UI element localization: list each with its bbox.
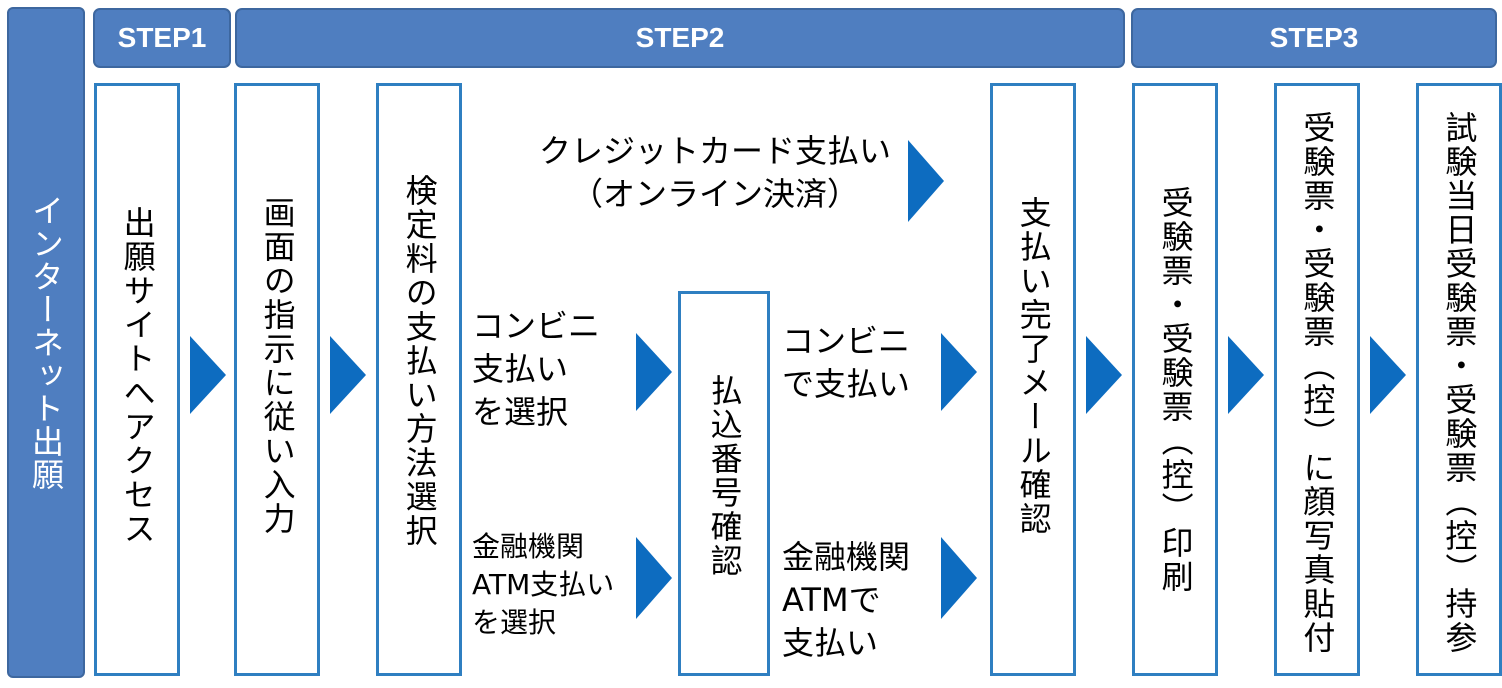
box-input: 画面の指示に従い入力 <box>234 83 320 676</box>
box-bring-ticket: 試験当日受験票・受験票（控）持参 <box>1416 83 1502 676</box>
label-credit-card: クレジットカード支払い （オンライン決済） <box>538 132 891 214</box>
arrow-right-icon <box>1228 336 1264 414</box>
box-input-label: 画面の指示に従い入力 <box>258 196 297 536</box>
arrow-right-icon <box>908 140 944 222</box>
box-payment-number-label: 払込番号確認 <box>705 374 744 578</box>
arrow-right-icon <box>1370 336 1406 414</box>
arrow-right-icon <box>1086 336 1122 414</box>
arrow-right-icon <box>330 336 366 414</box>
arrow-right-icon <box>636 537 672 619</box>
label-convenience-pay: コンビニ で支払い <box>782 322 911 404</box>
box-site-access-label: 出願サイトへアクセス <box>118 206 157 546</box>
step2-label: STEP2 <box>635 22 725 53</box>
box-bring-ticket-label: 試験当日受験票・受験票（控）持参 <box>1440 111 1479 655</box>
box-site-access: 出願サイトへアクセス <box>94 83 180 676</box>
step3-header: STEP3 <box>1131 8 1497 68</box>
step3-label: STEP3 <box>1269 22 1359 53</box>
label-atm-select: 金融機関 ATM支払い を選択 <box>472 530 615 639</box>
box-payment-number: 払込番号確認 <box>678 291 770 676</box>
arrow-right-icon <box>636 333 672 411</box>
box-payment-method: 検定料の支払い方法選択 <box>376 83 462 676</box>
step1-label: STEP1 <box>117 22 207 53</box>
arrow-right-icon <box>190 336 226 414</box>
side-banner: インターネット出願 <box>7 7 85 678</box>
box-payment-method-label: 検定料の支払い方法選択 <box>400 174 439 548</box>
box-attach-photo-label: 受験票・受験票（控）に顔写真貼付 <box>1298 111 1337 655</box>
side-banner-label: インターネット出願 <box>27 194 65 491</box>
box-print-ticket-label: 受験票・受験票（控）印刷 <box>1156 186 1195 594</box>
box-completion-mail: 支払い完了メール確認 <box>990 83 1076 676</box>
box-attach-photo: 受験票・受験票（控）に顔写真貼付 <box>1274 83 1360 676</box>
box-print-ticket: 受験票・受験票（控）印刷 <box>1132 83 1218 676</box>
label-convenience-select: コンビニ 支払い を選択 <box>472 307 601 432</box>
step1-header: STEP1 <box>93 8 231 68</box>
arrow-right-icon <box>941 333 977 411</box>
label-atm-pay: 金融機関 ATMで 支払い <box>782 538 911 663</box>
step2-header: STEP2 <box>235 8 1125 68</box>
arrow-right-icon <box>941 537 977 619</box>
box-completion-mail-label: 支払い完了メール確認 <box>1014 196 1053 536</box>
